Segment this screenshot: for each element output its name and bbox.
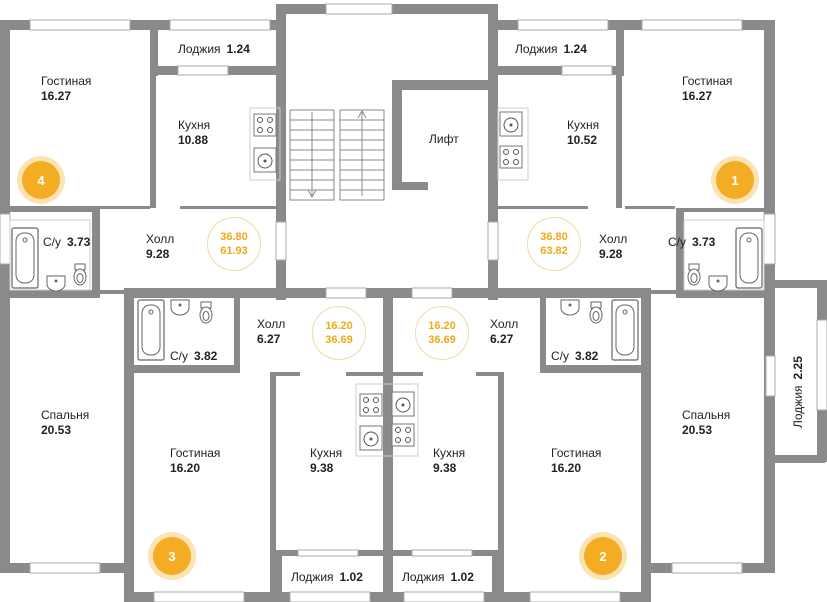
stairs bbox=[289, 109, 385, 201]
apartment-number-2: 2 bbox=[584, 537, 622, 575]
fixtures bbox=[9, 107, 765, 457]
apartment-number-3: 3 bbox=[153, 537, 191, 575]
room-label-lift: Лифт bbox=[429, 132, 459, 146]
apartment-number-1: 1 bbox=[716, 161, 754, 199]
room-label-a1-loggia2: Лоджия2.25 bbox=[791, 356, 805, 428]
windows bbox=[0, 3, 827, 602]
apartment-number-4: 4 bbox=[22, 161, 60, 199]
